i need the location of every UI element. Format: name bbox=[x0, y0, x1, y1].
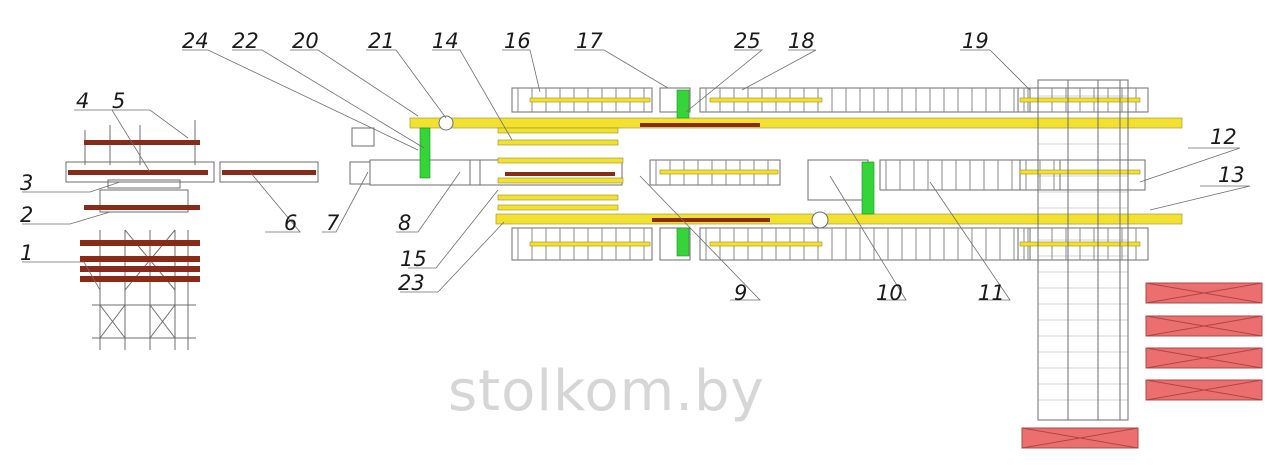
green-stacker-lower bbox=[676, 227, 690, 257]
watermark: stolkom.by bbox=[448, 359, 765, 424]
conveyor-6 bbox=[219, 161, 319, 183]
callout-19: 19 bbox=[962, 29, 989, 53]
main-line-boards bbox=[505, 123, 770, 222]
callout-18: 18 bbox=[788, 29, 815, 53]
callout-6: 6 bbox=[284, 211, 297, 235]
callout-12: 12 bbox=[1210, 125, 1237, 149]
board-layer bbox=[80, 266, 200, 272]
board-layer bbox=[84, 205, 200, 210]
callout-4: 4 bbox=[76, 89, 89, 113]
board-layer bbox=[68, 170, 208, 175]
callout-25: 25 bbox=[734, 29, 761, 53]
board-layer bbox=[84, 140, 200, 145]
board-layer bbox=[80, 256, 200, 262]
green-stacker-25 bbox=[676, 89, 690, 119]
callout-11: 11 bbox=[978, 281, 1005, 305]
callout-7: 7 bbox=[326, 211, 340, 235]
callout-20: 20 bbox=[292, 29, 319, 53]
callout-9: 9 bbox=[734, 281, 747, 305]
drive-lower bbox=[811, 211, 829, 229]
drive-21 bbox=[438, 115, 454, 131]
green-elements bbox=[419, 89, 875, 257]
callout-14: 14 bbox=[432, 29, 459, 53]
left-stack-boards bbox=[68, 140, 208, 282]
leader-lines bbox=[22, 49, 1251, 301]
board-on-conveyor-6 bbox=[222, 170, 316, 175]
callout-15: 15 bbox=[400, 247, 427, 271]
callout-23: 23 bbox=[398, 271, 425, 295]
pallet-cross bbox=[1145, 379, 1263, 401]
green-pusher-8 bbox=[419, 127, 431, 179]
pallet-cross bbox=[1145, 315, 1263, 337]
pallet-cross bbox=[1021, 427, 1139, 449]
pallet-cross bbox=[1145, 282, 1263, 304]
callout-13: 13 bbox=[1218, 163, 1245, 187]
top-transfer-rail bbox=[409, 117, 1183, 129]
callout-24: 24 bbox=[182, 29, 209, 53]
transfer-7 bbox=[349, 161, 371, 185]
exit-conveyor bbox=[1037, 79, 1129, 421]
green-divider-10 bbox=[861, 161, 875, 215]
callout-1: 1 bbox=[20, 241, 33, 265]
callout-2: 2 bbox=[20, 203, 33, 227]
left-conveyor-top bbox=[65, 161, 319, 183]
yellow-rails bbox=[409, 97, 1183, 247]
left-lift-station bbox=[84, 120, 196, 350]
callout-3: 3 bbox=[20, 171, 33, 195]
pallet-cross bbox=[1145, 347, 1263, 369]
callout-8: 8 bbox=[398, 211, 411, 235]
pallets bbox=[1021, 282, 1263, 449]
callout-22: 22 bbox=[232, 29, 259, 53]
board-layer bbox=[80, 240, 200, 246]
callout-17: 17 bbox=[576, 29, 603, 53]
board-layer bbox=[80, 276, 200, 282]
callout-21: 21 bbox=[368, 29, 395, 53]
bottom-transfer-rail bbox=[495, 213, 1183, 225]
control-box bbox=[351, 127, 375, 147]
callout-10: 10 bbox=[876, 281, 903, 305]
callout-16: 16 bbox=[504, 29, 531, 53]
pallet-crosses bbox=[1021, 282, 1263, 449]
callout-5: 5 bbox=[112, 89, 125, 113]
